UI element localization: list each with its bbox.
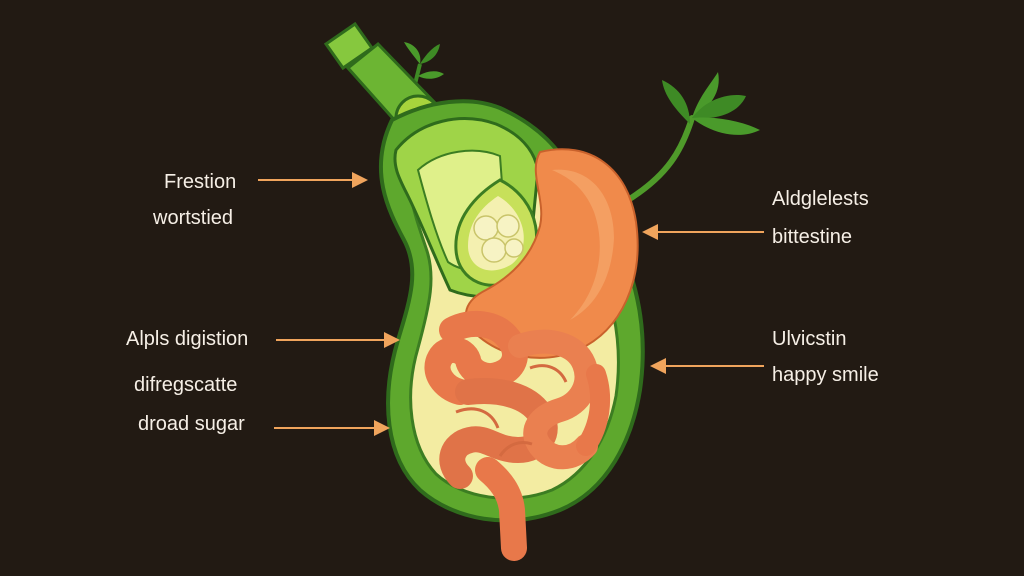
label-aldglelests: Aldglelests [772, 188, 869, 210]
bottle-cap-icon [323, 21, 375, 71]
pointer-arrows [258, 172, 764, 436]
label-droad-sugar: droad sugar [138, 413, 245, 435]
leaf-sprig-icon [625, 72, 760, 203]
label-alpls-digistion: Alpls digistion [126, 328, 249, 350]
label-difregscatte: difregscatte [134, 374, 238, 396]
label-bittestine: bittestine [772, 226, 853, 248]
label-happy-smile: happy smile [772, 364, 879, 386]
label-wortstied: wortstied [153, 207, 234, 229]
label-ulvicstin: Ulvicstin [772, 328, 847, 350]
top-sprig-icon [404, 42, 444, 89]
bile-pod [454, 178, 539, 287]
label-frestion: Frestion [164, 171, 237, 193]
intestines [424, 310, 611, 561]
